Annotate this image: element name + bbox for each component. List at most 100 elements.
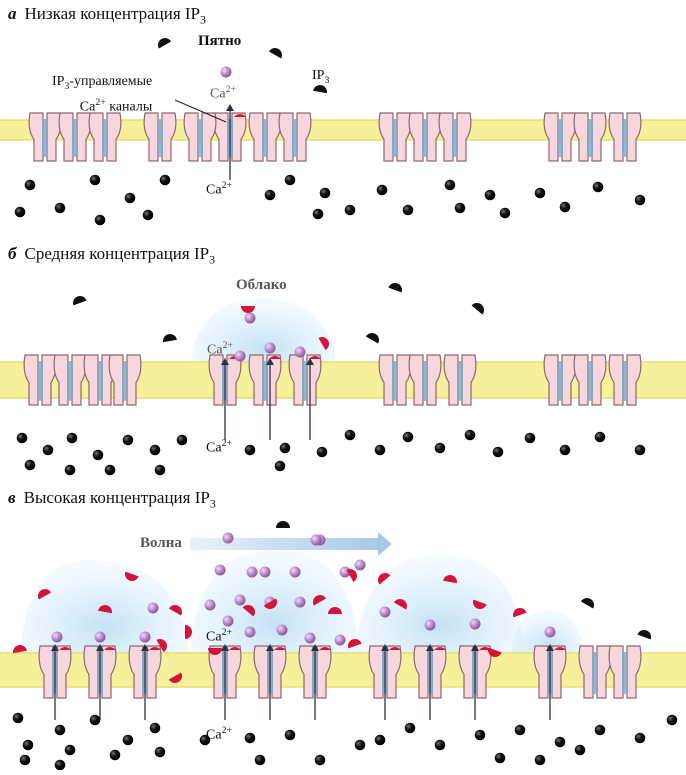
channel-left-subunit — [208, 645, 224, 699]
cytosolic-ca-ion — [514, 724, 526, 736]
bound-ip3 — [389, 647, 401, 650]
cytosolic-ca-ion — [16, 432, 28, 444]
ip3-receptor-channel — [53, 354, 87, 406]
ip3-receptor-channel — [23, 354, 57, 406]
ca-wave-cloud — [20, 560, 190, 672]
cytosolic-ca-ion — [554, 736, 566, 748]
released-ca-ion — [139, 631, 151, 643]
misc-layer — [174, 99, 227, 123]
channel-pore — [452, 119, 458, 157]
released-ca-ion — [544, 626, 556, 638]
panel-a-letter: а — [8, 4, 17, 23]
ip3-channels-l2-post: каналы — [105, 99, 153, 115]
panel-b-title-text: Средняя концентрация IP — [24, 244, 210, 263]
cytosolic-ca-ion — [274, 460, 286, 472]
channel-left-subunit — [278, 112, 294, 162]
bound-ip3 — [309, 356, 321, 359]
cytosolic-ca-ion — [374, 734, 386, 746]
cytosolic-ca-ion — [42, 444, 54, 456]
cytosolic-ca-ion — [534, 187, 546, 199]
released-ca-ion — [246, 566, 258, 578]
channel-left-subunit — [58, 112, 74, 162]
cytosolic-ca-ion — [254, 754, 266, 766]
bound-ip3 — [234, 114, 246, 117]
channel-left-subunit — [573, 112, 589, 162]
channel-pore — [622, 652, 628, 694]
cytosolic-ca-ion — [499, 207, 511, 219]
cytosolic-ca-ion — [559, 444, 571, 456]
cytosolic-ca-ion — [376, 184, 388, 196]
ip3-receptor-channel — [248, 354, 282, 406]
ca-wave-cloud — [355, 555, 525, 672]
channel-pore — [262, 361, 268, 401]
ip3-molecule — [268, 48, 282, 59]
cytosolic-ca-ion — [634, 732, 646, 744]
channel-pore — [157, 119, 163, 157]
panel-b-letter: б — [8, 244, 17, 263]
ip3-molecule — [393, 599, 407, 610]
ip3-receptor-channel — [208, 645, 242, 699]
ip3-receptor-channel — [143, 112, 177, 162]
cytosolic-ca-ion — [574, 744, 586, 756]
ip3-molecule — [73, 296, 87, 306]
bound-ip3 — [434, 647, 446, 650]
cytosolic-ca-ion — [199, 734, 211, 746]
ip3-molecule — [346, 569, 357, 583]
release-arrow-head — [546, 644, 554, 651]
ip3-molecule — [185, 625, 192, 639]
ip3-molecule — [276, 521, 290, 528]
cytosolic-ca-ion — [264, 189, 276, 201]
ip3-receptor-channel — [28, 112, 62, 162]
cytosolic-ca-ion — [592, 181, 604, 193]
release-arrow-head — [51, 644, 59, 651]
channel-left-subunit — [573, 354, 589, 406]
cytosolic-ca-ion — [159, 174, 171, 186]
released-ca-ion — [51, 631, 63, 643]
ip3-label: IP3 — [312, 68, 329, 86]
ip3-molecule — [328, 607, 342, 614]
channel-right-subunit — [316, 645, 332, 699]
ip3-molecule — [208, 648, 222, 655]
cytosolic-ca-ion — [94, 214, 106, 226]
channel-left-subunit — [143, 112, 159, 162]
channel-right-subunit — [626, 645, 642, 699]
ip3-channels-l1-pre: IP — [52, 74, 65, 89]
channel-pore — [587, 119, 593, 157]
ip3-molecule — [242, 605, 255, 617]
ca-label-b-bottom-sup: 2+ — [221, 438, 232, 449]
panel-a-title-sub: 3 — [200, 12, 206, 27]
cytosolic-ca-ion — [344, 429, 356, 441]
cytosolic-ca-ion — [374, 444, 386, 456]
ip3-molecule — [348, 639, 362, 649]
cytosolic-ca-ion — [149, 722, 161, 734]
ip3-molecule — [473, 599, 487, 609]
released-ca-ion — [469, 618, 481, 630]
channel-pore — [392, 361, 398, 401]
ip3-receptor-channel — [298, 645, 332, 699]
cytosolic-ca-ion — [54, 202, 66, 214]
cytosolic-ca-ion — [402, 204, 414, 216]
ip3-molecule — [313, 85, 327, 94]
label-leader-line — [174, 99, 227, 123]
cytosolic-ca-ion — [559, 201, 571, 213]
cytosolic-ca-ion — [464, 429, 476, 441]
bound-ip3 — [104, 647, 116, 650]
channel-left-subunit — [368, 645, 384, 699]
channel-left-subunit — [38, 645, 54, 699]
cytosolic-ca-ion — [666, 714, 678, 726]
bound-ip3 — [554, 647, 566, 650]
channel-left-subunit — [578, 645, 594, 699]
ca-label-a-bottom-text: Ca — [206, 182, 222, 198]
cytosolic-ca-ion — [594, 724, 606, 736]
channel-left-subunit — [208, 354, 224, 406]
ip3-receptor-channel — [378, 354, 412, 406]
channel-right-subunit — [126, 354, 142, 406]
channel-left-subunit — [83, 354, 99, 406]
channel-left-subunit — [458, 645, 474, 699]
cytosolic-ca-ion — [19, 754, 31, 766]
cytosolic-ca-ion — [492, 446, 504, 458]
channel-left-subunit — [248, 112, 264, 162]
channel-left-subunit — [53, 354, 69, 406]
cytosolic-ca-ion — [92, 449, 104, 461]
channel-left-subunit — [543, 112, 559, 162]
